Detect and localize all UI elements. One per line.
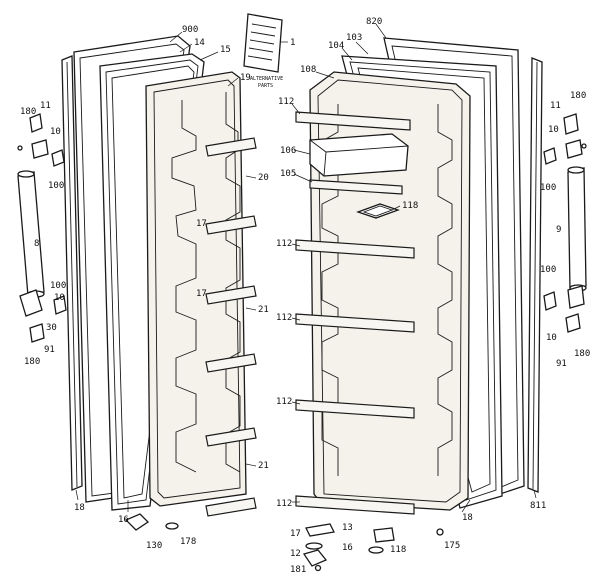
left-door-inner-liner <box>145 71 247 507</box>
label-12: 12 <box>290 549 301 559</box>
label-130: 130 <box>146 541 162 551</box>
label-15: 15 <box>220 45 231 55</box>
right-lower-hinge-parts <box>543 285 585 333</box>
label-91-a: 91 <box>44 345 55 355</box>
left-handle <box>17 170 45 298</box>
label-100-b: 100 <box>50 281 66 291</box>
label-118: 118 <box>402 201 418 211</box>
label-100-c: 100 <box>540 183 556 193</box>
label-10-b: 10 <box>54 293 65 303</box>
label-91-b: 91 <box>556 359 567 369</box>
right-door-shelf-4 <box>295 313 415 333</box>
left-door-shelf-3 <box>205 285 257 305</box>
right-door-shelf-1 <box>295 111 411 131</box>
label-19: 19 <box>240 73 251 83</box>
label-16-b: 16 <box>342 543 353 553</box>
label-108: 108 <box>300 65 316 75</box>
label-10-a: 10 <box>50 127 61 137</box>
label-112-5: 112 <box>276 499 292 509</box>
label-11-a: 11 <box>40 101 51 111</box>
left-upper-hinge-parts <box>17 113 65 167</box>
label-17-b: 17 <box>196 289 207 299</box>
label-180-d: 180 <box>574 349 590 359</box>
right-door-shelf-2 <box>309 179 403 195</box>
label-112-4: 112 <box>276 397 292 407</box>
label-parts: PARTS <box>258 83 273 89</box>
left-lower-hinge-parts <box>19 289 67 343</box>
label-14: 14 <box>194 38 205 48</box>
label-20: 20 <box>258 173 269 183</box>
right-upper-hinge-parts <box>543 113 587 165</box>
label-1: 1 <box>290 38 295 48</box>
label-105: 105 <box>280 169 296 179</box>
left-bottom-parts <box>124 513 179 531</box>
label-21-a: 21 <box>258 305 269 315</box>
part-labels: 900 14 15 19 1 ALTERNATIVE PARTS 820 103… <box>20 17 590 575</box>
label-17-c: 17 <box>290 529 301 539</box>
label-16: 16 <box>118 515 129 525</box>
label-18-a: 18 <box>74 503 85 513</box>
left-door-shelf-5 <box>205 427 257 447</box>
label-13: 13 <box>342 523 353 533</box>
label-106: 106 <box>280 146 296 156</box>
label-18-b: 18 <box>462 513 473 523</box>
label-112-top: 112 <box>278 97 294 107</box>
label-118-b: 118 <box>390 545 406 555</box>
left-door-shelf-6 <box>205 497 257 517</box>
label-30: 30 <box>46 323 57 333</box>
alternative-parts-card <box>243 13 283 73</box>
label-811: 811 <box>530 501 546 511</box>
label-820: 820 <box>366 17 382 27</box>
label-181: 181 <box>290 565 306 575</box>
label-112-2: 112 <box>276 239 292 249</box>
right-door-dairy-compartment <box>309 133 409 177</box>
label-11-b: 11 <box>550 101 561 111</box>
right-door-gasket-strip <box>527 57 543 493</box>
left-door-shelf-4 <box>205 353 257 373</box>
label-9: 9 <box>556 225 561 235</box>
center-bottom-hinge-parts <box>302 523 444 572</box>
label-104: 104 <box>328 41 344 51</box>
label-103: 103 <box>346 33 362 43</box>
label-17-a: 17 <box>196 219 207 229</box>
label-180-b: 180 <box>24 357 40 367</box>
label-178: 178 <box>180 537 196 547</box>
label-8: 8 <box>34 239 39 249</box>
label-112-3: 112 <box>276 313 292 323</box>
leader-lines <box>75 23 537 513</box>
right-door-shelf-3 <box>295 239 415 259</box>
left-door-shelf-2 <box>205 215 257 235</box>
right-door-shelf-6 <box>295 495 415 515</box>
left-door-shelf-1 <box>205 137 257 157</box>
left-door-gasket-strip <box>61 55 83 491</box>
label-100-a: 100 <box>48 181 64 191</box>
label-175: 175 <box>444 541 460 551</box>
label-alternative: ALTERNATIVE <box>250 76 283 82</box>
label-10-d: 10 <box>546 333 557 343</box>
label-21-b: 21 <box>258 461 269 471</box>
label-100-d: 100 <box>540 265 556 275</box>
label-180-a: 180 <box>20 107 36 117</box>
label-10-c: 10 <box>548 125 559 135</box>
right-door-shelf-5 <box>295 399 415 419</box>
label-900: 900 <box>182 25 198 35</box>
right-handle <box>567 166 587 292</box>
label-180-c: 180 <box>570 91 586 101</box>
